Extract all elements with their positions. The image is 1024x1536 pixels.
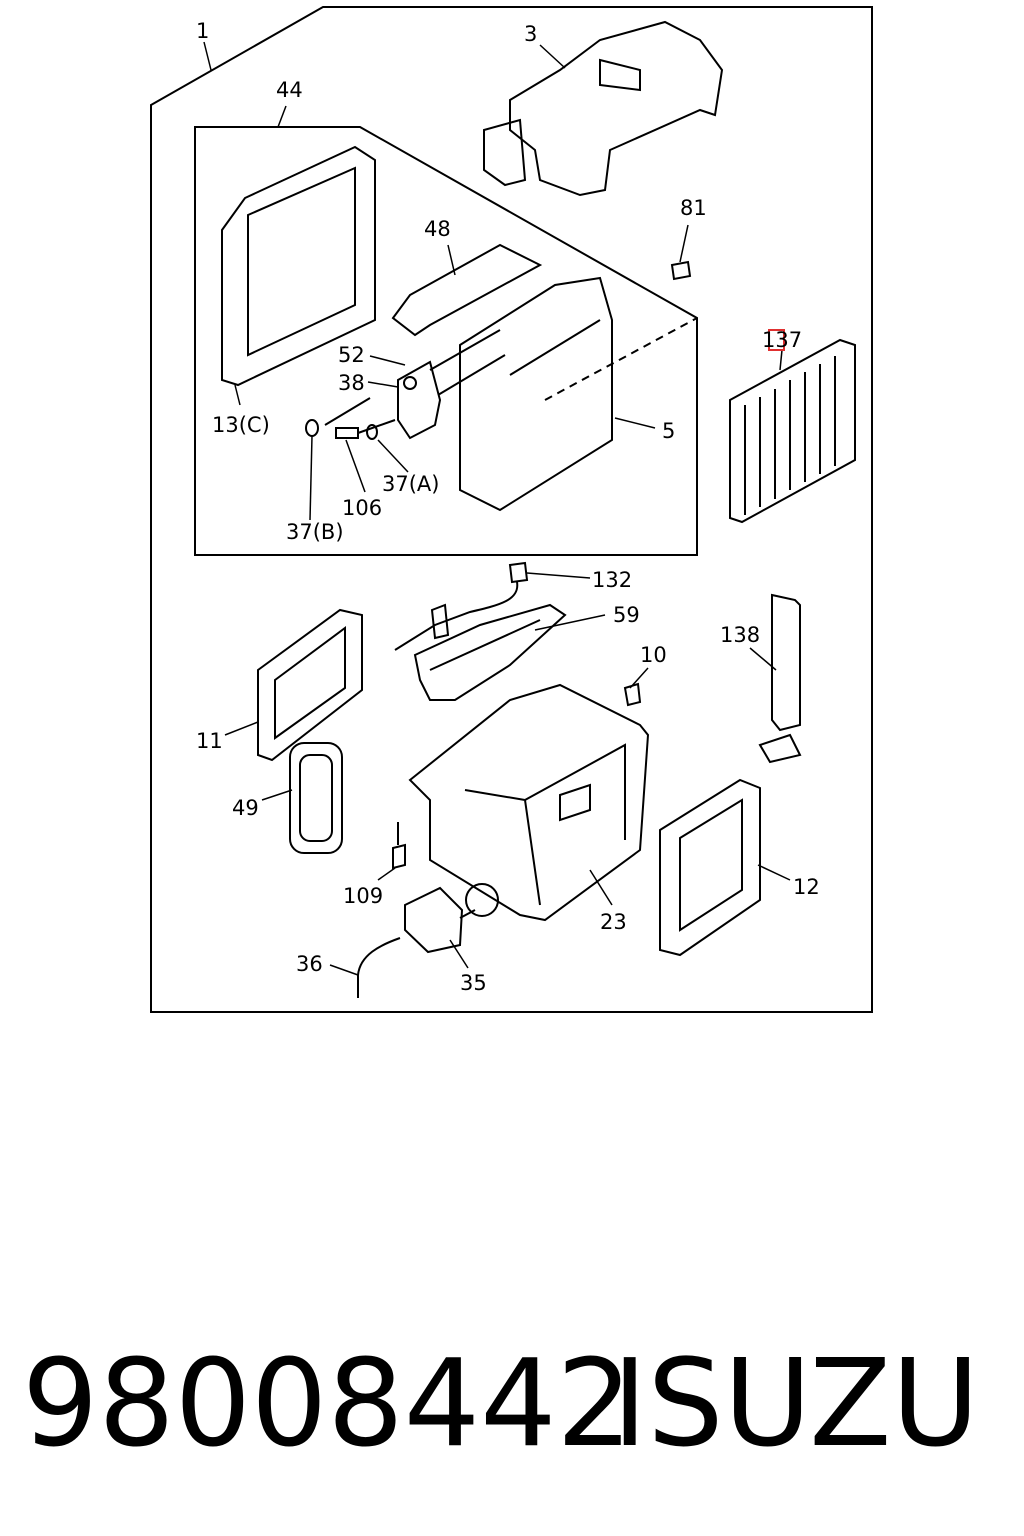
drain-hose-part [357,937,401,998]
bolt-part [324,397,396,439]
callout-137: 137 [762,328,802,352]
oval-seal-part [289,742,343,854]
assembly-outline [150,6,873,1013]
drain-bracket-part [413,603,567,701]
subassembly-outline [194,126,698,556]
o-ring-a [366,424,378,440]
rail-part [758,593,802,764]
left-gasket-part [257,608,363,762]
right-gasket-part [659,778,761,957]
evaporator-core-part [459,276,698,512]
callout-44: 44 [276,78,303,102]
callout-49: 49 [232,796,259,820]
callout-37b: 37(B) [286,520,344,544]
callout-12: 12 [793,875,820,899]
callout-109: 109 [343,884,383,908]
highlight-box [768,329,785,351]
clip-part [670,260,692,281]
upper-case-part [483,20,724,197]
parts-exploded-diagram: 1 3 44 48 81 137 52 38 13(C) 5 37(A) 106… [150,6,873,1013]
callout-36: 36 [296,952,323,976]
blower-motor-part [404,883,499,954]
callout-132: 132 [592,568,632,592]
callout-11: 11 [196,729,223,753]
callout-23: 23 [600,910,627,934]
brand-text: ISUZU [612,1335,980,1474]
small-clip-part [623,682,642,707]
callout-59: 59 [613,603,640,627]
thermistor-sensor-part [394,561,529,651]
callout-13c: 13(C) [212,413,270,437]
leader-lines [203,41,791,976]
callout-48: 48 [424,217,451,241]
o-ring-b [305,419,319,437]
callout-1: 1 [196,19,209,43]
lower-case-part [408,683,650,922]
callout-5: 5 [662,419,675,443]
screw-part [392,822,406,870]
callout-37a: 37(A) [382,472,439,496]
callout-labels: 1 3 44 48 81 137 52 38 13(C) 5 37(A) 106… [196,19,820,995]
expansion-valve-part [397,329,506,440]
air-filter-part [729,338,856,524]
evaporator-frame-part [221,145,376,387]
callout-52: 52 [338,343,365,367]
callout-3: 3 [524,22,537,46]
callout-138: 138 [720,623,760,647]
part-number-text: 98008442 [22,1335,633,1474]
seal-strip-part [391,243,543,337]
callout-106: 106 [342,496,382,520]
callout-10: 10 [640,643,667,667]
callout-35: 35 [460,971,487,995]
callout-81: 81 [680,196,707,220]
callout-38: 38 [338,371,365,395]
